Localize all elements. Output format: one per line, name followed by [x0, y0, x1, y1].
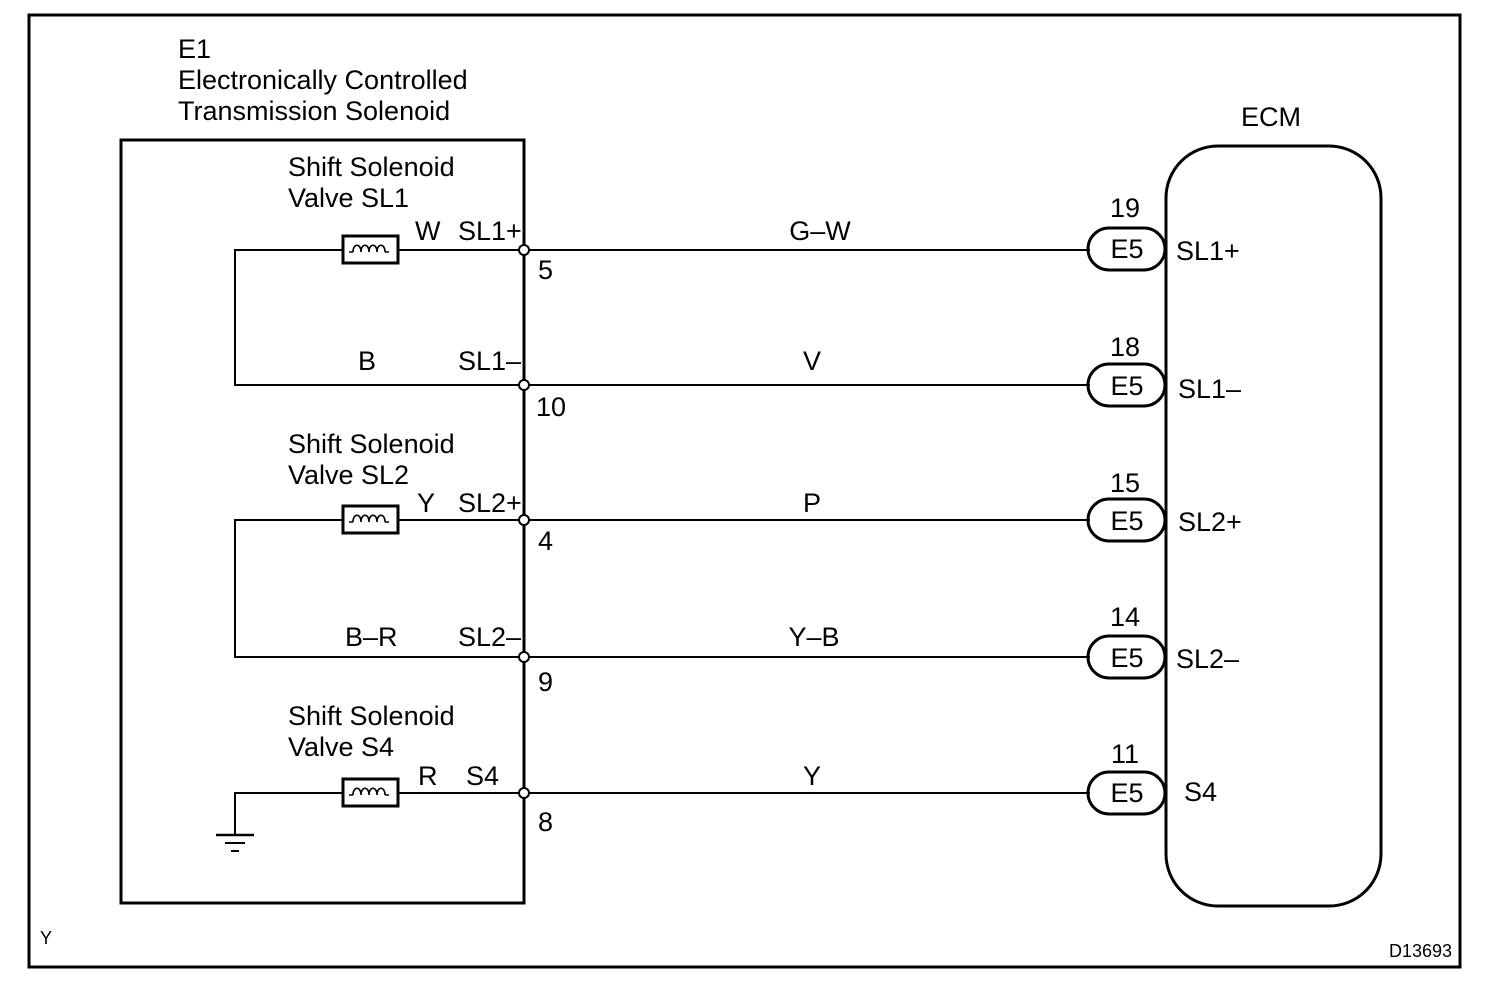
solenoid-sl1-title-line2: Valve SL1	[288, 183, 409, 213]
solenoid-sl1-title-line1: Shift Solenoid	[288, 152, 455, 182]
circuit-sl2-minus: B–R SL2– 9 Y–B 14 E5 SL2–	[345, 602, 1239, 697]
terminal-dot	[518, 379, 530, 391]
circuit-s4: R S4 8 Y 11 E5 S4	[418, 739, 1217, 837]
solenoid-sl2-title-line1: Shift Solenoid	[288, 429, 455, 459]
component-name-line1: Electronically Controlled	[178, 65, 468, 95]
circuit-sl1-minus: B SL1– 10 V 18 E5 SL1–	[358, 332, 1241, 422]
connector-label: E5	[1110, 643, 1143, 673]
ecm-box	[1164, 144, 1383, 908]
ecm-terminal-name: SL1+	[1176, 236, 1240, 266]
inner-wire-color: R	[418, 761, 438, 791]
pin-number: 10	[536, 392, 566, 422]
coil-icon	[341, 777, 400, 808]
circuit-sl1-plus: W SL1+ 5 G–W 19 E5 SL1+	[415, 193, 1240, 285]
ecm-pin-number: 19	[1110, 193, 1140, 223]
pin-number: 8	[538, 807, 553, 837]
pin-number: 4	[538, 526, 553, 556]
coil-icon	[341, 234, 400, 265]
connector-label: E5	[1110, 234, 1143, 264]
component-name-line2: Transmission Solenoid	[178, 96, 450, 126]
connector-label: E5	[1110, 371, 1143, 401]
ecm-pin-number: 15	[1110, 468, 1140, 498]
terminal-dot	[518, 787, 530, 799]
terminal-name: SL1+	[458, 216, 522, 246]
wire-color: Y	[803, 761, 821, 791]
solenoid-s4-title-line2: Valve S4	[288, 732, 394, 762]
inner-wire-color: Y	[417, 488, 435, 518]
component-id: E1	[178, 34, 211, 64]
ecm-label: ECM	[1241, 102, 1301, 132]
inner-wire-color: W	[415, 216, 441, 246]
ecm-terminal-name: S4	[1184, 777, 1217, 807]
solenoid-component-box	[119, 138, 526, 905]
terminal-dot	[518, 651, 530, 663]
corner-mark: Y	[40, 928, 52, 948]
ecm-pin-number: 11	[1111, 739, 1139, 769]
solenoid-sl2-title-line2: Valve SL2	[288, 460, 409, 490]
ecm-terminal-name: SL2–	[1176, 644, 1239, 674]
coil-icon	[341, 504, 400, 535]
terminal-name: SL2–	[458, 622, 521, 652]
figure-code: D13693	[1389, 941, 1452, 961]
ground-icon	[216, 833, 254, 852]
ecm-pin-number: 14	[1110, 602, 1140, 632]
pin-number: 9	[538, 667, 553, 697]
solenoid-sl1-loop-wire	[234, 249, 524, 386]
solenoid-s4-ground-wire	[234, 792, 343, 835]
connector-label: E5	[1110, 778, 1143, 808]
connector-e5	[1086, 634, 1167, 680]
wire-color: V	[803, 346, 821, 376]
connector-e5	[1086, 226, 1167, 272]
wire-color: P	[803, 488, 821, 518]
inner-wire-color: B–R	[345, 622, 398, 652]
ecm-terminal-name: SL1–	[1178, 374, 1241, 404]
terminal-name: S4	[466, 761, 499, 791]
circuit-sl2-plus: Y SL2+ 4 P 15 E5 SL2+	[417, 468, 1242, 556]
terminal-dot	[518, 244, 530, 256]
ecm-terminal-name: SL2+	[1178, 507, 1242, 537]
solenoid-s4-title-line1: Shift Solenoid	[288, 701, 455, 731]
wire-color: G–W	[789, 216, 851, 246]
outer-frame	[27, 13, 1462, 969]
terminal-dot	[518, 514, 530, 526]
solenoid-sl2-loop-wire	[234, 519, 524, 658]
connector-e5	[1086, 497, 1167, 543]
connector-e5	[1086, 362, 1167, 408]
connector-e5	[1086, 770, 1167, 816]
inner-wire-color: B	[358, 346, 376, 376]
terminal-name: SL1–	[458, 346, 521, 376]
wire-color: Y–B	[788, 622, 839, 652]
ecm-pin-number: 18	[1110, 332, 1140, 362]
terminal-name: SL2+	[458, 488, 522, 518]
connector-label: E5	[1110, 506, 1143, 536]
pin-number: 5	[538, 255, 553, 285]
